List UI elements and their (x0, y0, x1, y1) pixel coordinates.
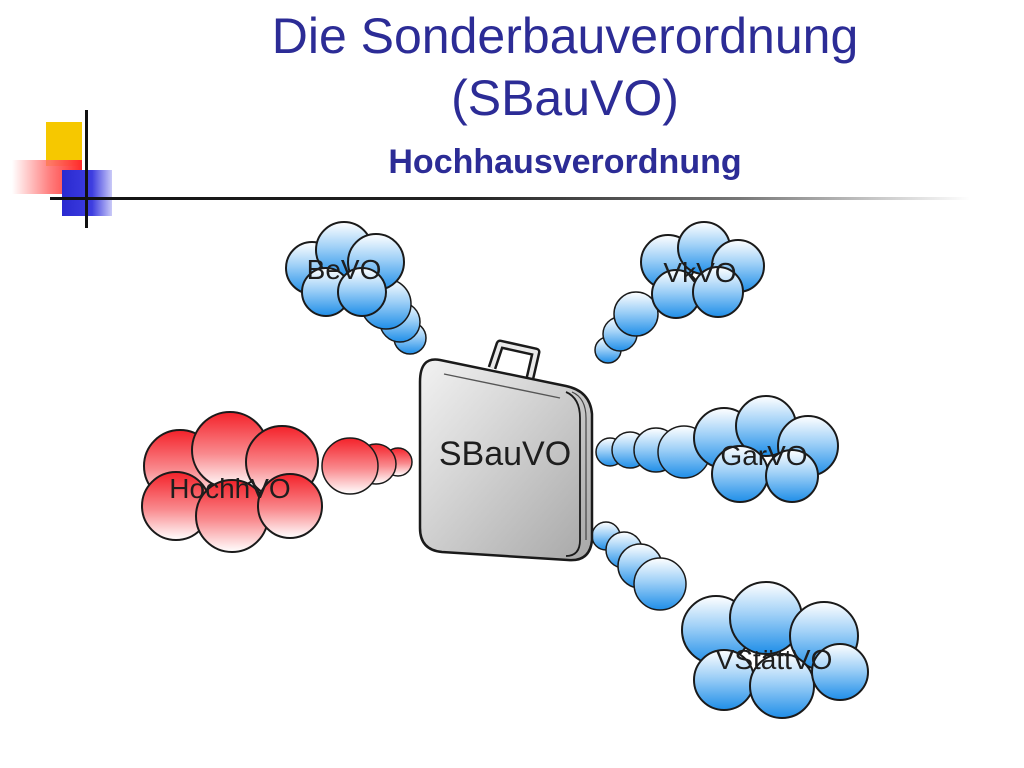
cloud-bevo: BeVO (285, 221, 427, 355)
cloud-label-vstattvo: VStättVO (716, 644, 833, 675)
cloud-label-vkvo: VkVO (663, 257, 736, 288)
suitcase-icon: SBauVO (418, 339, 594, 562)
decor-yellow-square (46, 122, 82, 166)
cloud-label-garvo: GarVO (720, 440, 807, 471)
cloud-vstattvo: VStättVO (591, 521, 869, 719)
cloud-vkvo: VkVO (594, 221, 765, 364)
page-title-line2: (SBauVO) (451, 70, 679, 126)
page-subtitle: Hochhausverordnung (388, 143, 742, 181)
cloud-label-hochhvo: HochhVO (169, 473, 290, 504)
page-title-line1: Die Sonderbauverordnung (271, 8, 859, 64)
suitcase-label: SBauVO (439, 435, 571, 473)
cloud-hochhvo: HochhVO (141, 411, 413, 553)
decor-vertical-line (85, 110, 88, 228)
cloud-garvo: GarVO (595, 395, 839, 503)
cloud-label-bevo: BeVO (307, 254, 382, 285)
decor-horizontal-line (50, 197, 970, 200)
